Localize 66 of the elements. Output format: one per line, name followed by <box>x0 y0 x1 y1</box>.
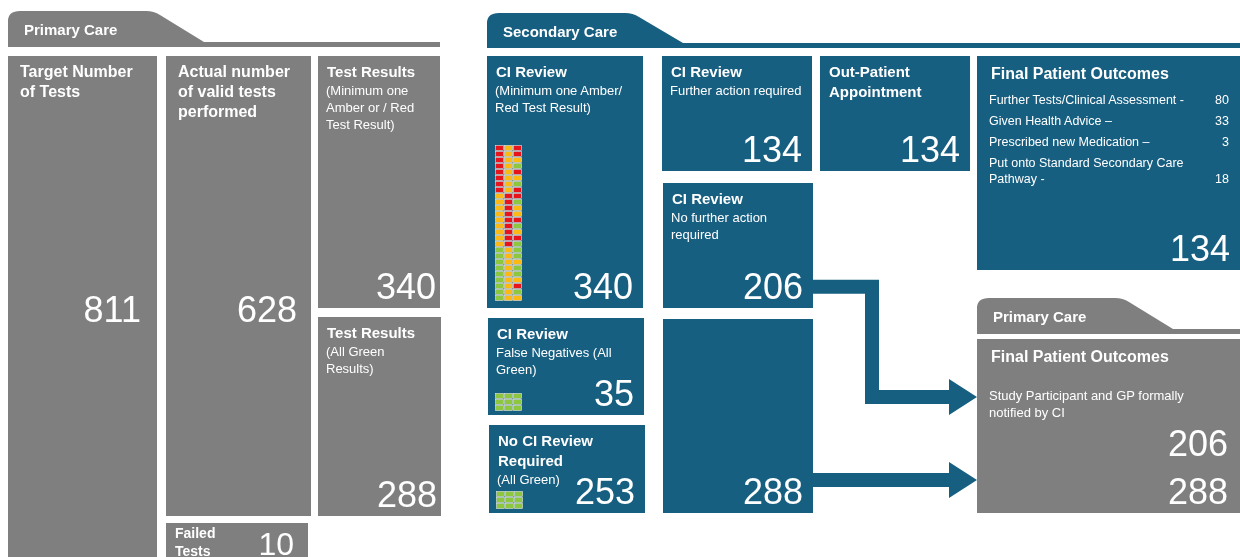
count-value: 134 <box>741 131 802 169</box>
card-subtitle: No further action required <box>671 209 769 243</box>
card-title: Final Patient Outcomes <box>991 64 1169 84</box>
stat-card <box>318 56 440 308</box>
count-value: 288 <box>376 476 437 514</box>
card-title: CI Review <box>497 324 569 344</box>
stat-card <box>820 56 970 171</box>
card-title: Out-Patient Appointment <box>829 62 923 102</box>
card-title: Actual number of valid tests performed <box>178 62 291 122</box>
stat-card <box>662 56 812 171</box>
stat-card <box>487 56 643 308</box>
outcome-value: 18 <box>1215 171 1229 187</box>
count-value: 340 <box>572 268 633 306</box>
count-value: 288 <box>742 473 803 511</box>
stat-card <box>166 523 308 557</box>
card-subtitle: False Negatives (All Green) <box>496 344 613 378</box>
card-subtitle: (All Green) <box>497 471 561 488</box>
count-value: 206 <box>1167 425 1228 463</box>
stat-card <box>489 425 645 513</box>
outcome-label: Put onto Standard Secondary Care Pathway - <box>989 155 1185 187</box>
card-subtitle: (All Green Results) <box>326 343 386 377</box>
card-subtitle: (Minimum one Amber or / Red Test Result) <box>326 82 416 133</box>
card-title: CI Review <box>672 189 744 209</box>
section-tab <box>8 11 440 47</box>
stat-card <box>663 183 813 308</box>
count-value: 628 <box>236 291 297 329</box>
card-title: CI Review <box>671 62 743 82</box>
outcome-label: Prescribed new Medication – <box>989 134 1151 150</box>
stat-card <box>977 339 1240 513</box>
count-value: 811 <box>83 291 141 329</box>
card-title: Target Number of Tests <box>20 62 134 102</box>
count-value: 10 <box>258 525 294 557</box>
card-title: Final Patient Outcomes <box>991 347 1169 367</box>
card-title: Failed Tests <box>175 524 217 557</box>
outcome-label: Further Tests/Clinical Assessment - <box>989 92 1185 108</box>
stat-card <box>8 56 157 557</box>
arrow <box>813 462 977 498</box>
outcome-value: 33 <box>1215 113 1229 129</box>
section-tab <box>977 298 1240 334</box>
stat-card <box>318 317 441 516</box>
stat-card <box>977 56 1240 270</box>
section-heading: Secondary Care <box>503 22 618 42</box>
outcome-value: 3 <box>1222 134 1229 150</box>
arrow <box>813 279 977 415</box>
section-heading: Primary Care <box>993 307 1087 327</box>
count-value: 134 <box>899 131 960 169</box>
outcome-label: Given Health Advice – <box>989 113 1113 129</box>
stat-card <box>166 56 311 516</box>
card-title: Test Results <box>327 62 417 82</box>
outcome-value: 80 <box>1215 92 1229 108</box>
count-value: 206 <box>742 268 803 306</box>
card-subtitle: Further action required <box>670 82 803 99</box>
card-subtitle: (Minimum one Amber/ Red Test Result) <box>495 82 624 116</box>
count-value: 288 <box>1167 473 1228 511</box>
count-value: 134 <box>1169 230 1230 268</box>
count-value: 35 <box>593 375 634 413</box>
section-heading: Primary Care <box>24 20 118 40</box>
card-title: CI Review <box>496 62 568 82</box>
count-value: 253 <box>574 473 635 511</box>
section-tab <box>487 13 1240 48</box>
card-subtitle: Study Participant and GP formally notified by CI <box>989 387 1185 421</box>
count-value: 340 <box>375 268 436 306</box>
stat-card <box>663 319 813 513</box>
card-title: Test Results <box>327 323 417 343</box>
stat-card <box>488 318 644 415</box>
card-title: No CI Review Required <box>498 431 595 471</box>
